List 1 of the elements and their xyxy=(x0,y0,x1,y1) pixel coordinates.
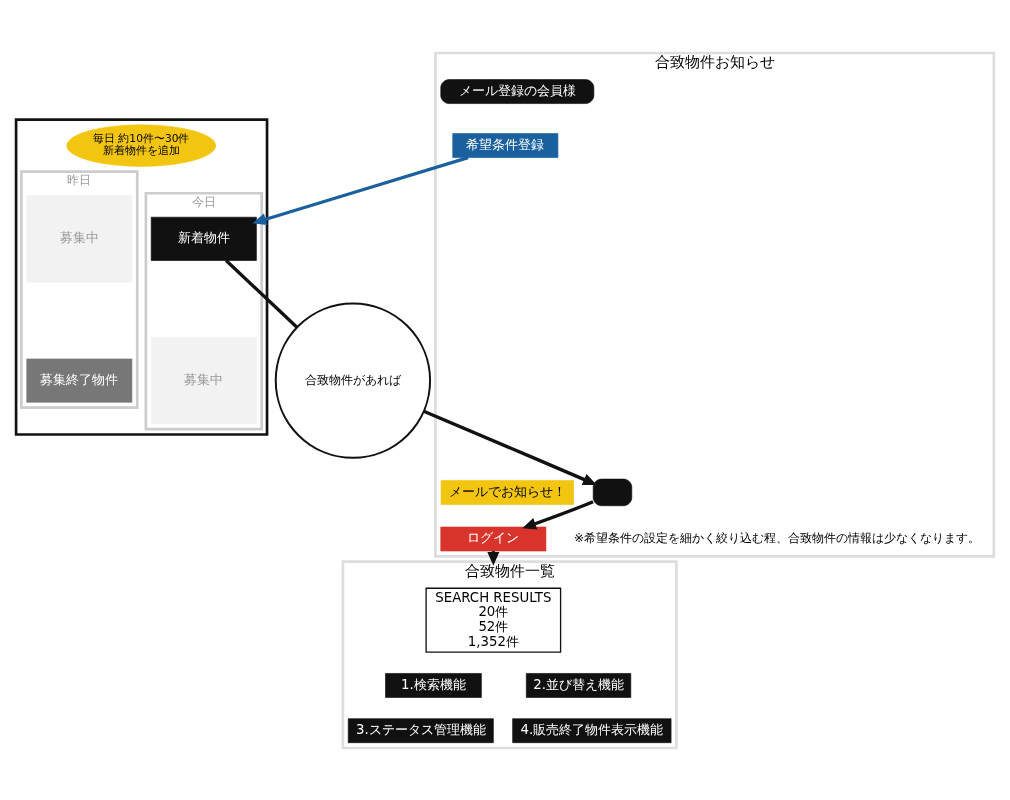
label: ※希望条件の設定を細かく絞り込む程、合致物件の情報は少なくなります。 xyxy=(573,530,980,545)
